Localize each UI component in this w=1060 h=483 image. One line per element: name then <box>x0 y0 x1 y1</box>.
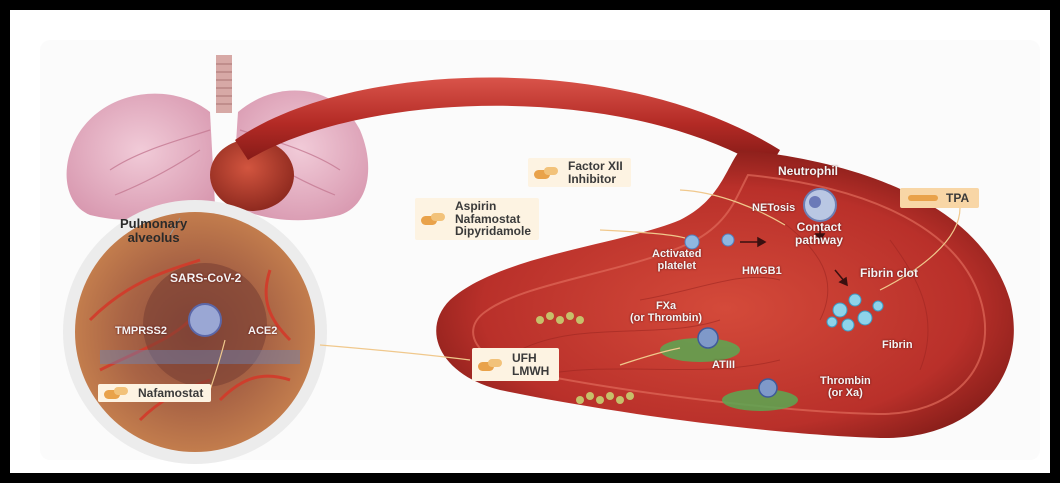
drug-heparin-text: UFH LMWH <box>512 352 549 377</box>
drug-factor-xii-text: Factor XII Inhibitor <box>568 160 623 185</box>
pill-icon <box>421 212 447 226</box>
drug-tag-heparin: UFH LMWH <box>472 348 559 381</box>
diagram-artwork <box>20 20 1060 483</box>
label-atiii: ATIII <box>712 360 735 372</box>
label-contact-pathway: Contact pathway <box>795 221 843 246</box>
label-fxa-thrombin: FXa (or Thrombin) <box>630 301 702 324</box>
label-fibrin-clot: Fibrin clot <box>860 267 918 280</box>
label-sars-cov-2: SARS-CoV-2 <box>170 272 241 285</box>
drug-nafamostat-text: Nafamostat <box>138 387 203 400</box>
pill-icon <box>534 166 560 180</box>
label-fibrin: Fibrin <box>882 340 913 352</box>
drug-tag-factor-xii: Factor XII Inhibitor <box>528 158 631 187</box>
label-ace2: ACE2 <box>248 326 277 338</box>
covid-coagulation-diagram: Pulmonary alveolus SARS-CoV-2 TMPRSS2 AC… <box>20 20 1060 483</box>
label-netosis: NETosis <box>752 203 795 215</box>
fxa-molecule <box>698 328 718 348</box>
drug-tag-tpa: TPA <box>900 188 979 208</box>
label-neutrophil: Neutrophil <box>778 165 838 178</box>
tpa-bar-icon <box>908 195 938 201</box>
label-hmgb1: HMGB1 <box>742 266 782 278</box>
drug-tag-antiplatelet: Aspirin Nafamostat Dipyridamole <box>415 198 539 240</box>
neutrophil-nucleus <box>809 196 821 208</box>
pill-icon <box>478 358 504 372</box>
pill-icon <box>104 386 130 400</box>
label-thrombin-xa: Thrombin (or Xa) <box>820 376 871 399</box>
label-activated-platelet: Activated platelet <box>652 249 702 272</box>
thrombin-molecule <box>759 379 777 397</box>
drug-tpa-text: TPA <box>946 191 969 205</box>
magnifier-shading <box>63 200 327 464</box>
label-pulmonary-alveolus: Pulmonary alveolus <box>120 217 187 244</box>
drug-antiplatelet-text: Aspirin Nafamostat Dipyridamole <box>455 200 531 238</box>
drug-tag-nafamostat: Nafamostat <box>98 384 211 402</box>
label-tmprss2: TMPRSS2 <box>115 326 167 338</box>
